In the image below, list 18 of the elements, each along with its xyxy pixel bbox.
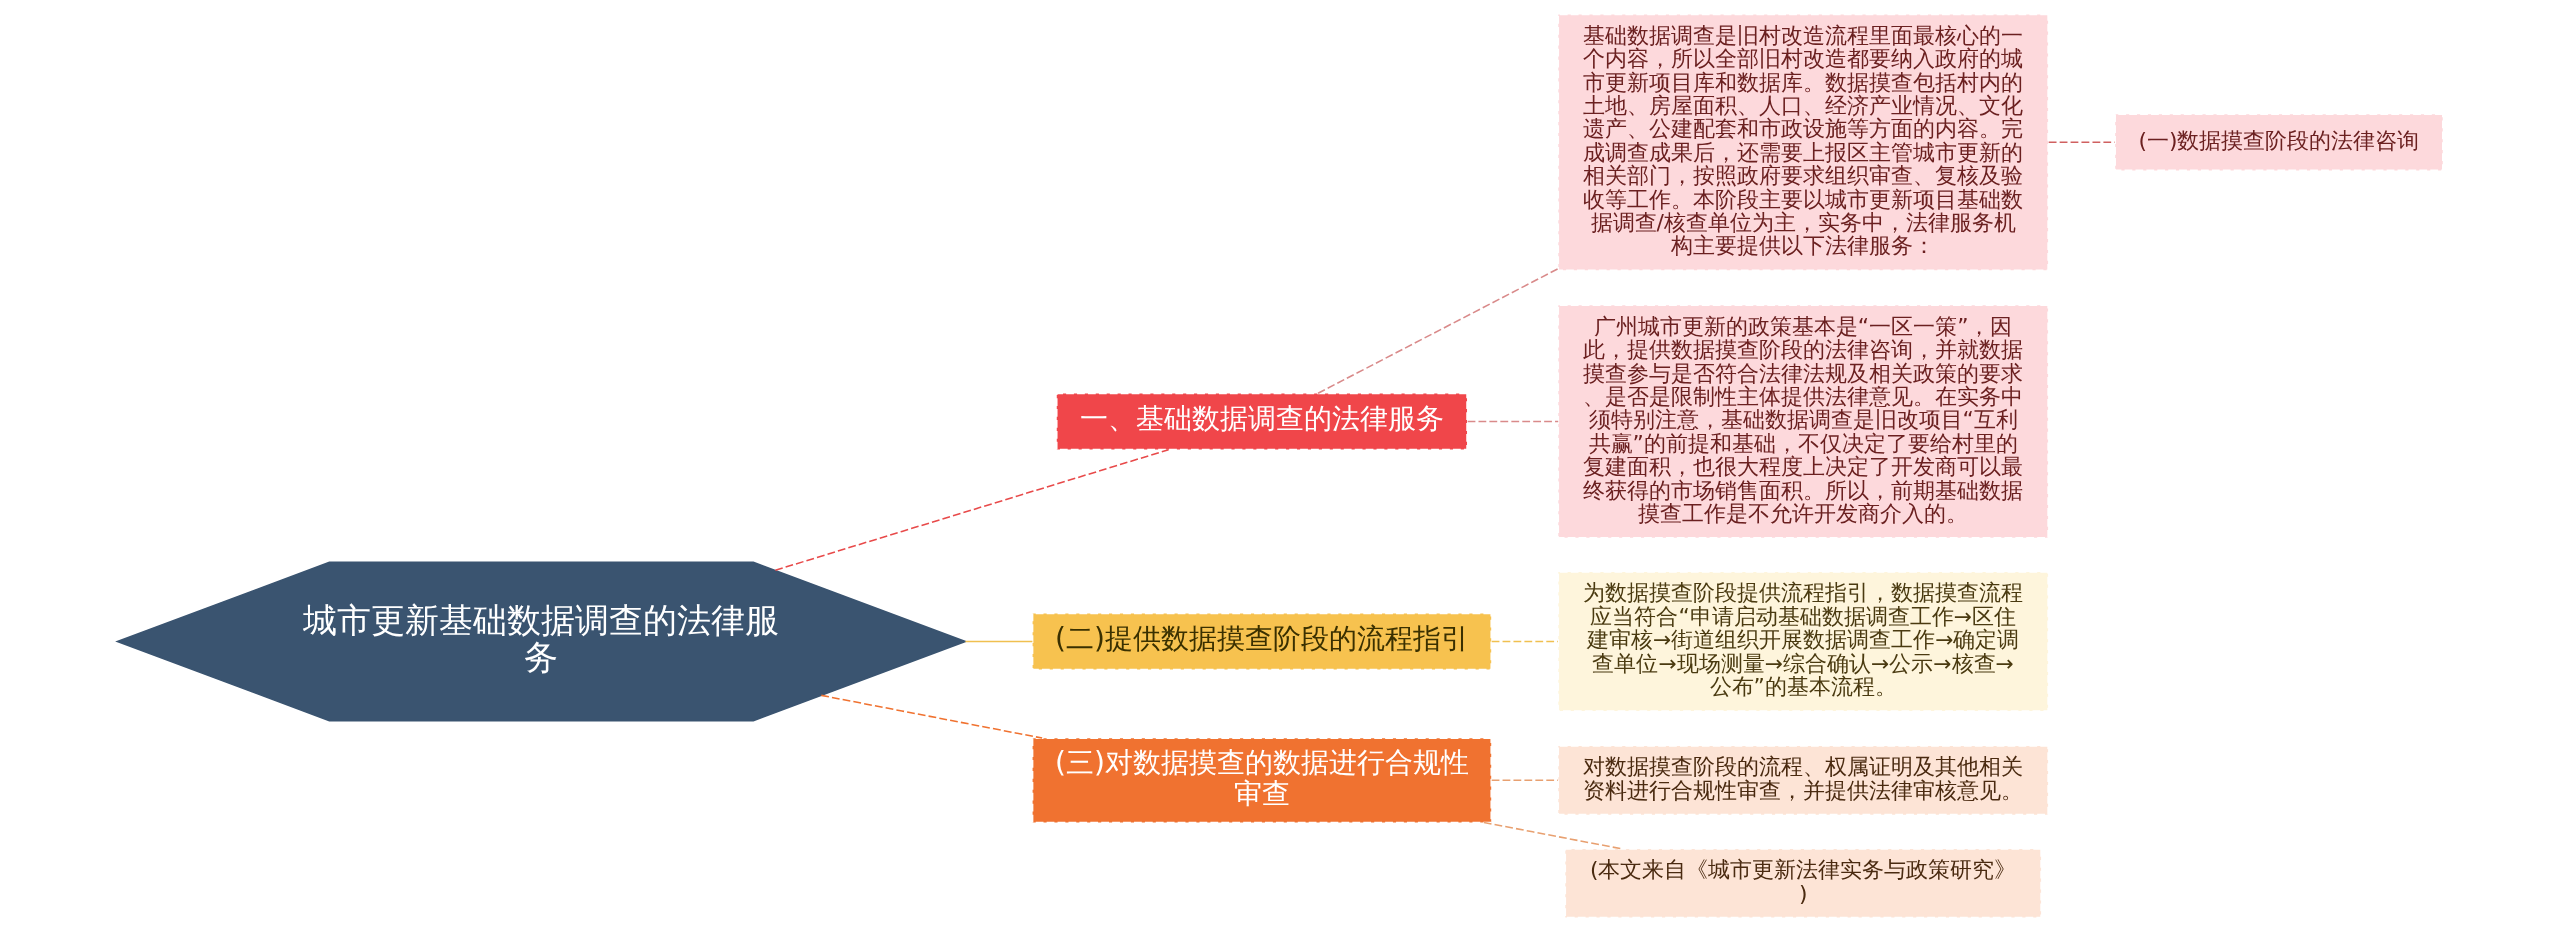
node-box: (三)对数据摸查的数据进行合规性审查 xyxy=(1031,737,1492,824)
connector xyxy=(1317,268,1559,394)
connector xyxy=(1466,420,1559,423)
node-box: (本文来自《城市更新法律实务与政策研究》) xyxy=(1564,848,2042,919)
node-box: 广州城市更新的政策基本是“一区一策”，因此，提供数据摸查阶段的法律咨询，并就数据摸查参与是否符合法律法规及相关政策的要求、是否是限制性主体提供法律意见。在实务中须特别注意，基础数据调查是旧改项目“互利共赢”的前提和基础，不仅决定了要给村里的复建面积，也很大程度上决定了开发商可以最终获得的市场销售面积。所以，前期基础数据摸查工作是不允许开发商介入的。 xyxy=(1557,304,2049,539)
connector xyxy=(1490,640,1559,643)
node-box: 为数据摸查阶段提供流程指引，数据摸查流程应当符合“申请启动基础数据调查工作→区住建审核→街道组织开展数据调查工作→确定调查单位→现场测量→综合确认→公示→核查→公布”的基本流程。 xyxy=(1557,571,2049,712)
node-box: 对数据摸查阶段的流程、权属证明及其他相关资料进行合规性审查，并提供法律审核意见。 xyxy=(1557,745,2049,816)
connector xyxy=(820,694,1043,739)
node-box: 基础数据调查是旧村改造流程里面最核心的一个内容，所以全部旧村改造都要纳入政府的城市更新项目库和数据库。数据摸查包括村内的土地、房屋面积、人口、经济产业情况、文化遗产、公建配套和市政设施等方面的内容。完成调查成果后，还需要上报区主管城市更新的相关部门，按照政府要求组织审查、复核及验收等工作。本阶段主要以城市更新项目基础数据调查/核查单位为主，实务中，法律服务机构主要提供以下法律服务： xyxy=(1557,13,2049,271)
connector xyxy=(1490,779,1559,782)
node-box: (一)数据摸查阶段的法律咨询 xyxy=(2114,113,2444,172)
node-box: 一、基础数据调查的法律服务 xyxy=(1056,392,1468,451)
connector xyxy=(1483,821,1623,850)
connector xyxy=(2047,141,2116,144)
connector xyxy=(774,448,1170,571)
connector xyxy=(964,640,1034,643)
node-box: (二)提供数据摸查阶段的流程指引 xyxy=(1031,612,1492,671)
